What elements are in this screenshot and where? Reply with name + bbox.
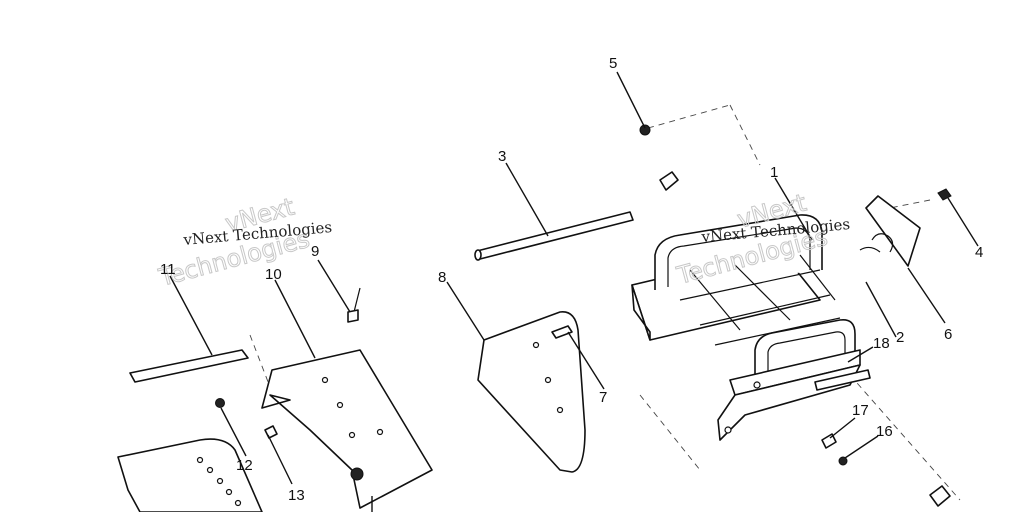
part-17-bolt	[821, 433, 837, 449]
callout-17: 17	[852, 402, 869, 419]
callout-18: 18	[873, 335, 890, 352]
part-7-pin	[551, 325, 573, 339]
callout-5: 5	[609, 55, 617, 72]
part-16-nut	[838, 456, 848, 466]
rack-bolt	[659, 171, 679, 191]
corner-bolt	[929, 485, 951, 507]
part-4-nut	[937, 188, 952, 201]
part-10-bracket	[261, 349, 433, 509]
part-3-rod	[474, 211, 634, 261]
callout-11: 11	[160, 261, 176, 278]
leader-lines	[169, 71, 979, 512]
part-6-rear-plate	[859, 195, 921, 267]
callout-2: 2	[896, 329, 904, 346]
callout-4: 4	[975, 244, 983, 261]
part-8-panel	[477, 311, 586, 473]
part-12-nut	[215, 398, 225, 408]
part-9-bolt	[347, 287, 361, 323]
callout-10: 10	[265, 266, 282, 283]
callout-9: 9	[311, 243, 319, 260]
callout-8: 8	[438, 269, 446, 286]
part-13-bolt	[264, 425, 278, 439]
callout-7: 7	[599, 389, 607, 406]
callout-labels: 1 2 3 4 5 6 7 8 9 10 11 12 13 16 17 18	[160, 55, 983, 504]
part-5-nut	[639, 124, 651, 136]
callout-6: 6	[944, 326, 952, 343]
part-1-rack-frame	[631, 214, 861, 441]
callout-3: 3	[498, 148, 506, 165]
callout-1: 1	[770, 164, 778, 181]
callout-16: 16	[876, 423, 893, 440]
callout-12: 12	[236, 457, 253, 474]
part-11-bar	[129, 349, 249, 383]
callout-13: 13	[288, 487, 305, 504]
lower-left-panel	[117, 438, 263, 512]
part-18-strap	[814, 369, 871, 391]
